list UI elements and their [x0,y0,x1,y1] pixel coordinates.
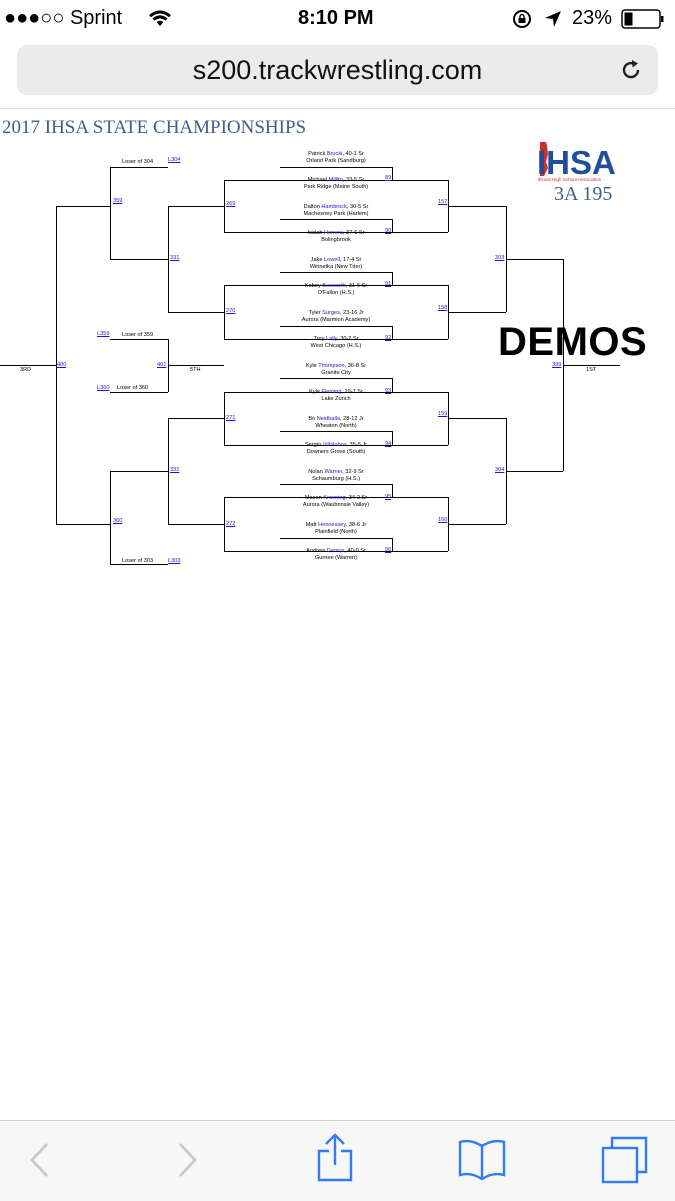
wrestler-link[interactable]: Warner [324,469,343,475]
page-top-divider [0,108,675,109]
bout-link[interactable]: 160 [438,517,448,523]
loser-label: Loser of 360 [117,385,149,391]
bout-link[interactable]: 399 [552,362,562,368]
reload-icon[interactable] [618,57,644,83]
bout-link[interactable]: 93 [385,388,392,394]
bookmarks-icon[interactable] [457,1137,507,1181]
status-bar: ●●●○○ Sprint 8:10 PM 23% [0,0,675,38]
share-icon[interactable] [316,1133,354,1183]
wrestler-link[interactable]: Neidballa [316,416,341,422]
place-label-3rd: 3RD [20,367,32,373]
battery-icon [621,9,664,29]
browser-toolbar [0,1120,675,1201]
bout-link[interactable]: L360 [97,385,110,391]
tabs-icon[interactable] [600,1135,650,1185]
bout-link[interactable]: 95 [385,494,392,500]
bout-link[interactable]: 271 [226,415,236,421]
wrestler-link[interactable]: Fleming [321,389,342,395]
bout-link[interactable]: 272 [226,521,236,527]
bout-link[interactable]: 96 [385,547,392,553]
wrestler-link[interactable]: Millito [328,177,343,183]
bout-link[interactable]: 332 [170,467,180,473]
bout-link[interactable]: 94 [385,441,392,447]
wrestler-link[interactable]: Villalobos [322,442,347,448]
bout-link[interactable]: 360 [113,518,123,524]
ihsa-logo: IHSA Illinois High School Association [537,142,616,182]
bout-link[interactable]: 90 [385,228,392,234]
url-text: s200.trackwrestling.com [192,55,483,85]
wrestler-link[interactable]: Surges [322,310,340,316]
bout-link[interactable]: L359 [97,331,110,337]
wrestler-link[interactable]: Brucki [326,151,343,157]
wrestler-link[interactable]: Hennessey [318,522,346,528]
battery-percent: 23% [572,7,613,29]
bout-link[interactable]: 400 [57,362,67,368]
bout-link[interactable]: L304 [168,157,181,163]
loser-label: Loser of 359 [122,332,154,338]
back-icon[interactable] [28,1141,50,1179]
place-label-1st: 1ST [586,367,597,373]
forward-icon[interactable] [177,1141,199,1179]
wrestler-link[interactable]: Hambrock [321,204,347,210]
rotation-lock-icon [513,10,531,28]
bout-link[interactable]: 304 [495,467,505,473]
bout-link[interactable]: 157 [438,199,448,205]
bout-link[interactable]: 158 [438,305,448,311]
location-icon [545,11,561,27]
bout-link[interactable]: 401 [157,362,167,368]
wrestler-link[interactable]: Lowell [324,257,340,263]
wrestler-link[interactable]: Lally [326,336,338,342]
bout-link[interactable]: 331 [170,255,180,261]
logo-subtitle: Illinois High School Association [538,177,602,182]
bout-link[interactable]: 91 [385,281,392,287]
wrestler-link[interactable]: Thompson [318,363,345,369]
wifi-icon [149,10,171,26]
bout-link[interactable]: 89 [385,175,392,181]
weight-class: 3A 195 [554,183,613,205]
address-bar[interactable]: s200.trackwrestling.com [17,45,658,95]
bout-link[interactable]: 359 [113,198,123,204]
overlay-caption: DEMOS [498,320,648,364]
bout-link[interactable]: 303 [495,255,505,261]
place-label-5th: 5TH [190,367,201,373]
page-title: 2017 IHSA STATE CHAMPIONSHIPS [2,117,307,138]
clock: 8:10 PM [298,7,374,29]
bout-link[interactable]: 159 [438,411,448,417]
loser-label: Loser of 304 [122,159,154,165]
wrestler-link[interactable]: Kroening [323,495,346,501]
wrestler-link[interactable]: Herrera [324,230,343,236]
bracket-lines [0,167,620,565]
bout-link[interactable]: L303 [168,558,181,564]
wrestler-link[interactable]: Bosworth [322,283,346,289]
bout-link[interactable]: 270 [226,308,236,314]
bout-link[interactable]: 92 [385,335,392,341]
bout-link[interactable]: 269 [226,201,236,207]
carrier-signal: ●●●○○ Sprint [4,7,123,29]
logo-letters: IHSA [537,144,616,181]
loser-label: Loser of 303 [122,558,154,564]
wrestler-link[interactable]: Demos [326,548,345,554]
